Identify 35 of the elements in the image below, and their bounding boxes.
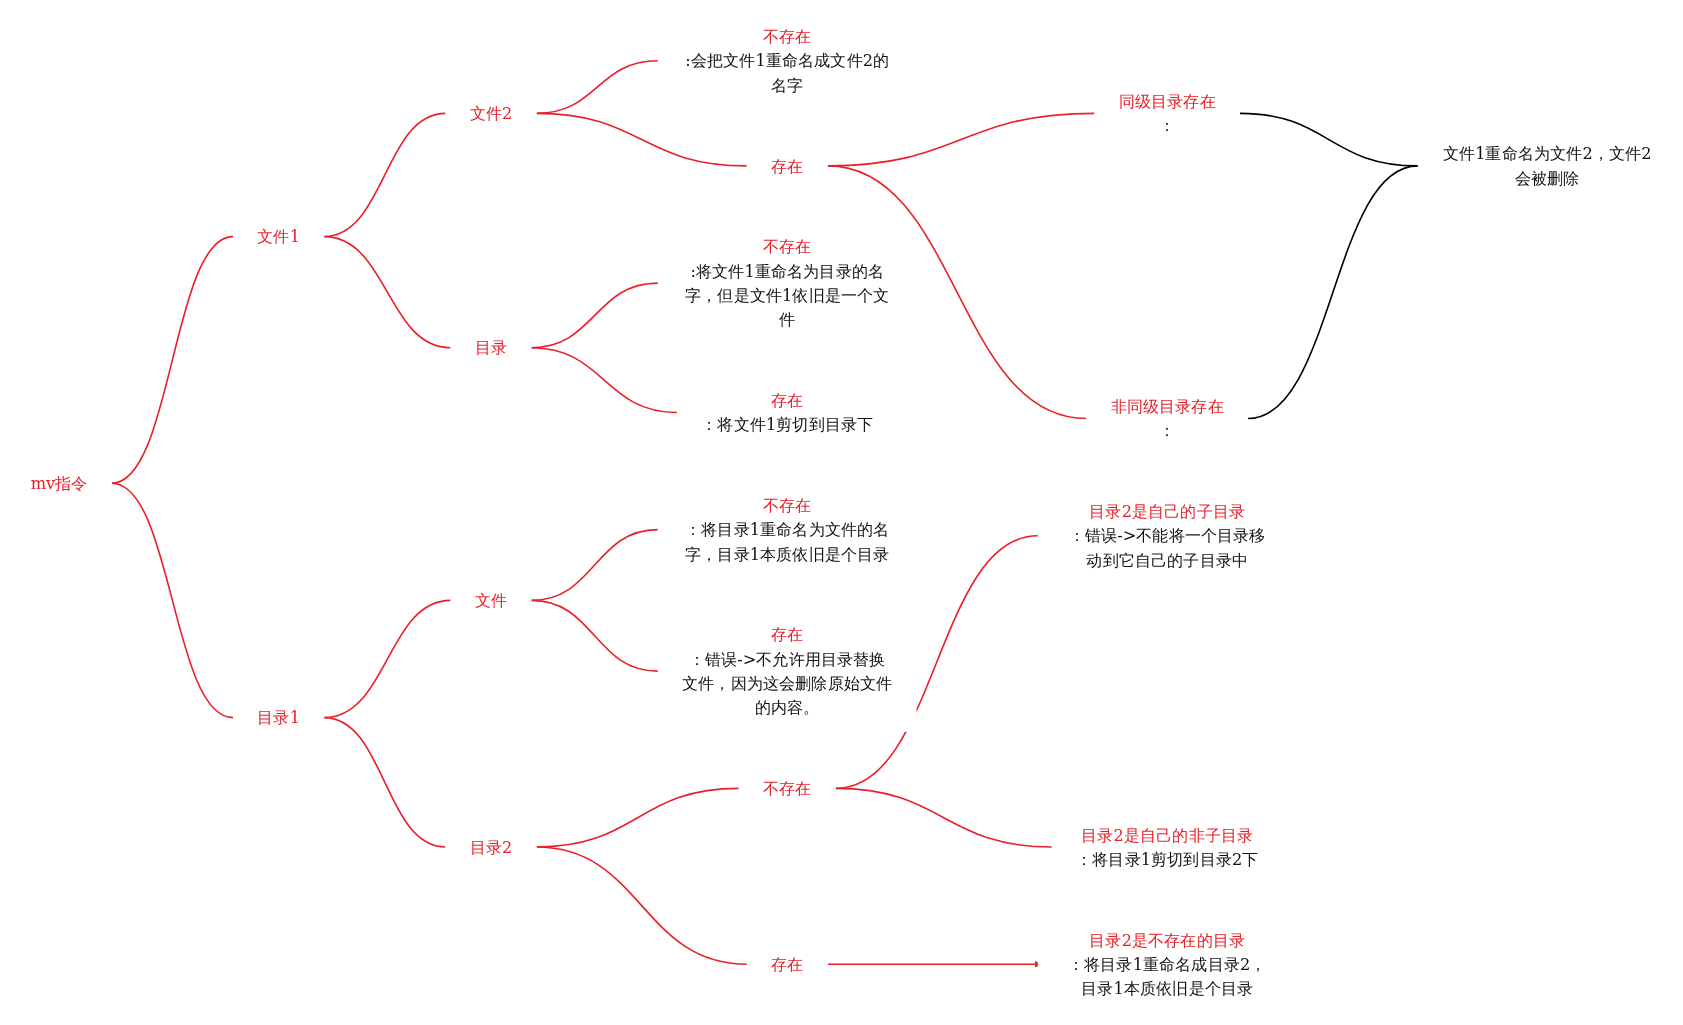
connector [535,846,748,966]
node-text: 存在 [771,954,804,974]
node-text: 文件1 [257,226,300,247]
node-text: 文件2 [469,103,513,124]
connector [535,112,748,167]
node-text: 目录2是不存在的目录 ：将目录1重命名成目录2，目录1本质依旧是个目录 [1067,930,1267,999]
node-text: 目录2是自己的子目录 ：错误->不能将一个目录移动到它自己的子目录中 [1068,501,1266,570]
node-text: 不存在 :将文件1重命名为目录的名字，但是文件1依旧是一个文件 [685,237,890,330]
connector [1247,165,1419,420]
node-text: 同级目录存在 ： [1118,91,1216,136]
node-text: 非同级目录存在 ： [1110,396,1224,441]
node-text: 文件 [474,590,508,611]
node-text: 存在 [771,156,804,176]
node-text: 目录1 [257,707,300,728]
node-text: 目录2是自己的非子目录 ：将目录1剪切到目录2下 [1076,825,1259,869]
connector [323,235,452,349]
node-text: 目录2 [469,837,513,857]
connector [323,716,447,848]
node-text: 不存在 :会把文件1重命名成文件2的名字 [685,26,890,95]
connector [826,165,1088,420]
connector [110,235,234,484]
node-text: 不存在 ：将目录1重命名为文件的名字，目录1本质依旧是个目录 [685,495,890,564]
connector [834,534,1039,790]
connector [110,482,234,719]
connector [535,59,659,115]
node-text: 存在 ：将文件1剪切到目录下 [701,390,874,435]
connector [530,346,678,414]
connector [530,528,659,602]
node-text: 目录 [474,338,508,358]
node-text: 不存在 [762,778,812,799]
connector [834,787,1053,848]
node-text: 文件1重命名为文件2，文件2会被删除 [1442,144,1652,188]
node-text: mv指令 [30,473,88,493]
connector [530,599,659,672]
node-text: 存在 ：错误->不允许用目录替换文件，因为这会删除原始文件的内容。 [682,625,893,718]
